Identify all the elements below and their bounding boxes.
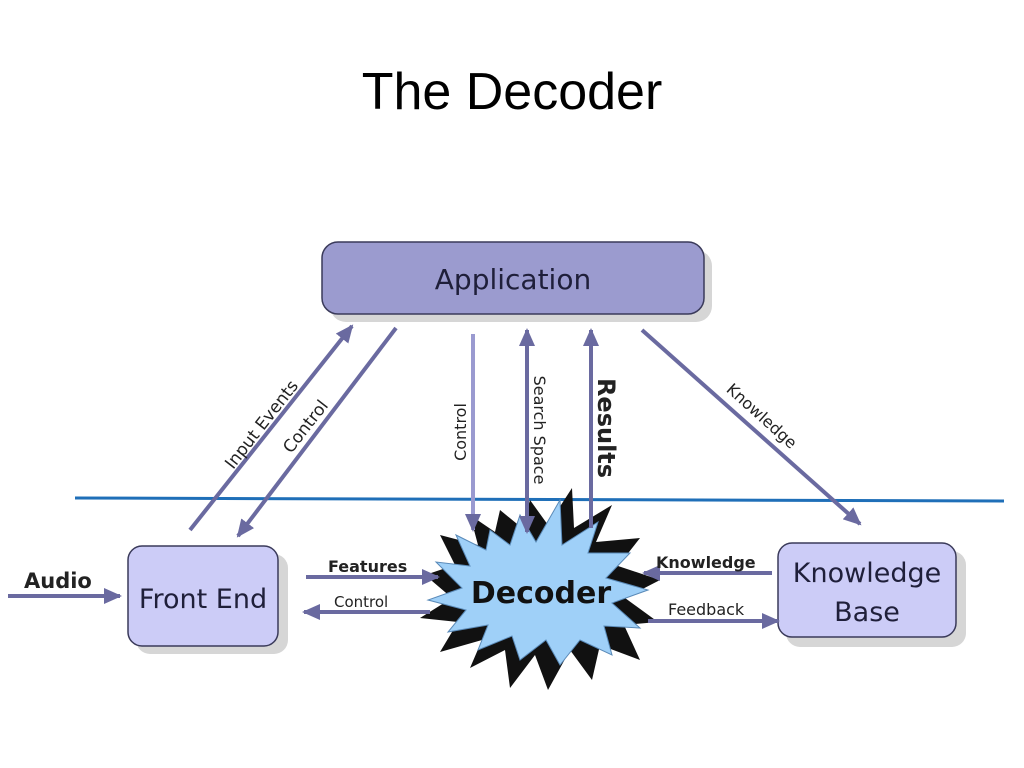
feedback-label: Feedback — [668, 600, 745, 619]
application-node: Application — [321, 241, 712, 322]
control-app-to-front-arrow — [236, 326, 398, 538]
application-label: Application — [435, 263, 591, 296]
slide-title: The Decoder — [361, 63, 663, 121]
divider-line — [74, 496, 1005, 503]
input-events-arrow — [188, 324, 354, 532]
features-label: Features — [328, 557, 407, 576]
knowledge-base-node: Knowledge Base — [777, 542, 966, 647]
audio-label: Audio — [24, 569, 92, 593]
front-end-label: Front End — [139, 584, 267, 615]
knowledge-base-label-line2: Base — [834, 597, 900, 628]
knowledge-app-to-kb-label: Knowledge — [723, 379, 801, 452]
knowledge-app-to-kb-arrow — [640, 328, 862, 526]
results-label: Results — [592, 378, 620, 478]
search-space-label: Search Space — [530, 376, 549, 485]
knowledge-kb-to-decoder-label: Knowledge — [656, 553, 756, 572]
front-end-node: Front End — [127, 545, 288, 654]
decoder-node: Decoder — [420, 488, 660, 690]
input-events-label: Input Events — [221, 377, 303, 474]
control-app-to-decoder-label: Control — [451, 403, 470, 461]
knowledge-base-label-line1: Knowledge — [793, 558, 941, 589]
control-decoder-to-front-label: Control — [334, 593, 388, 611]
decoder-label: Decoder — [471, 576, 611, 611]
decoder-burst — [426, 498, 650, 666]
